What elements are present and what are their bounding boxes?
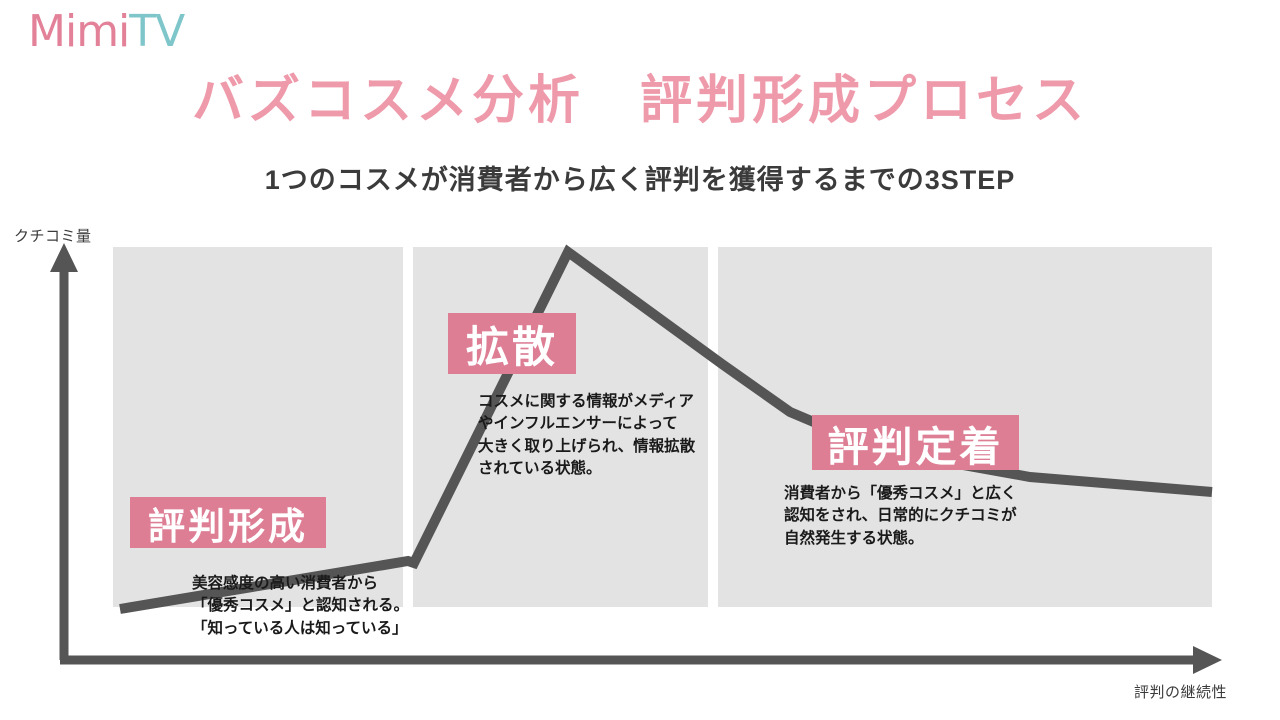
x-axis-arrowhead (1193, 646, 1222, 674)
step-description-reputation-establishment: 消費者から「優秀コスメ」と広く 認知をされ、日常的にクチコミが 自然発生する状態… (784, 485, 1017, 547)
page-subtitle: 1つのコスメが消費者から広く評判を獲得するまでの3STEP (264, 165, 1016, 195)
x-axis-label: 評判の継続性 (1134, 684, 1228, 701)
step-badge-reputation-establishment[interactable]: 評判定着 (812, 415, 1019, 470)
logo-text-mimi: Mimi (28, 6, 130, 57)
stage-panel-2 (413, 247, 708, 607)
y-axis-arrowhead (50, 243, 78, 272)
y-axis-label: クチコミ量 (14, 228, 92, 245)
mimitv-logo: MimiTV (28, 10, 185, 54)
step-description-diffusion: コスメに関する情報がメディア やインフルエンサーによって 大きく取り上げられ、情… (478, 393, 696, 478)
step-badge-diffusion[interactable]: 拡散 (448, 313, 576, 374)
step-badge-reputation-formation[interactable]: 評判形成 (130, 497, 326, 548)
step-description-reputation-formation: 美容感度の高い消費者から 「優秀コスメ」と認知される。 「知っている人は知ってい… (192, 575, 410, 637)
logo-text-tv: TV (129, 6, 185, 57)
stage-panel-1 (113, 247, 403, 607)
page-title: バズコスメ分析 評判形成プロセス (191, 72, 1088, 130)
